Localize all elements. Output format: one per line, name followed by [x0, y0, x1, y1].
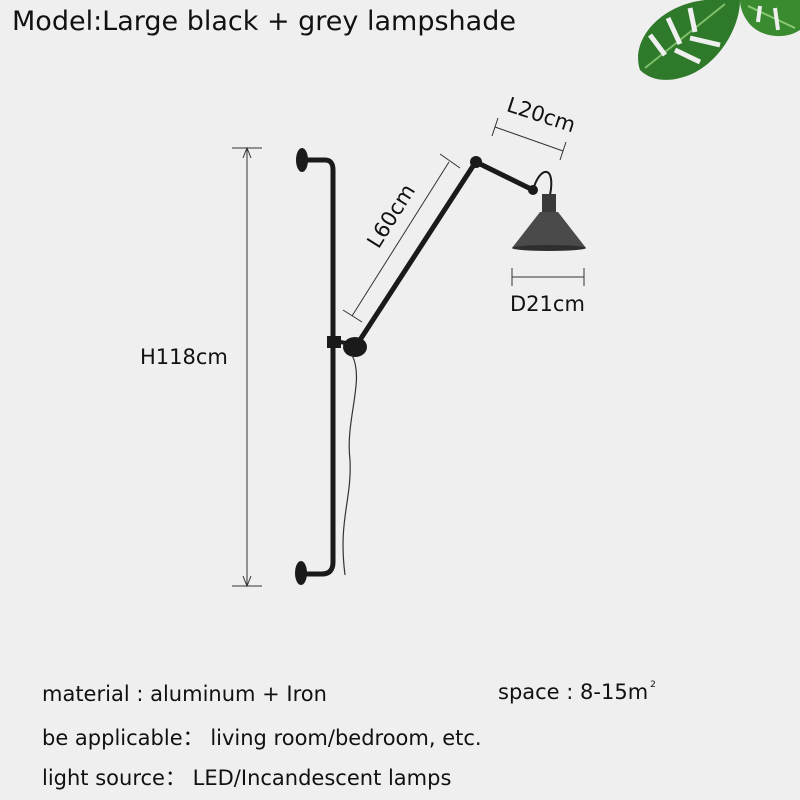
spec-applicable: be applicable： living room/bedroom, etc.: [42, 722, 482, 752]
spec-space-unit: 2: [650, 680, 656, 690]
page-title: Model:Large black + grey lampshade: [12, 6, 516, 37]
spec-space-value: 8-15m: [580, 680, 649, 704]
spec-space-label: space :: [498, 680, 574, 704]
spec-material-label: material :: [42, 682, 144, 706]
monstera-leaf-icon: [638, 0, 800, 80]
shade-diameter-label: D21cm: [510, 292, 585, 316]
spec-material-value: aluminum + Iron: [150, 682, 327, 706]
height-label: H118cm: [140, 345, 228, 369]
spec-light-label: light source：: [42, 766, 186, 790]
spec-light-source: light source： LED/Incandescent lamps: [42, 762, 451, 792]
spec-applicable-value: living room/bedroom, etc.: [210, 726, 482, 750]
spec-applicable-label: be applicable：: [42, 726, 204, 750]
spec-material: material : aluminum + Iron: [42, 682, 327, 706]
height-dimension-line: [232, 146, 262, 588]
spec-light-value: LED/Incandescent lamps: [192, 766, 452, 790]
